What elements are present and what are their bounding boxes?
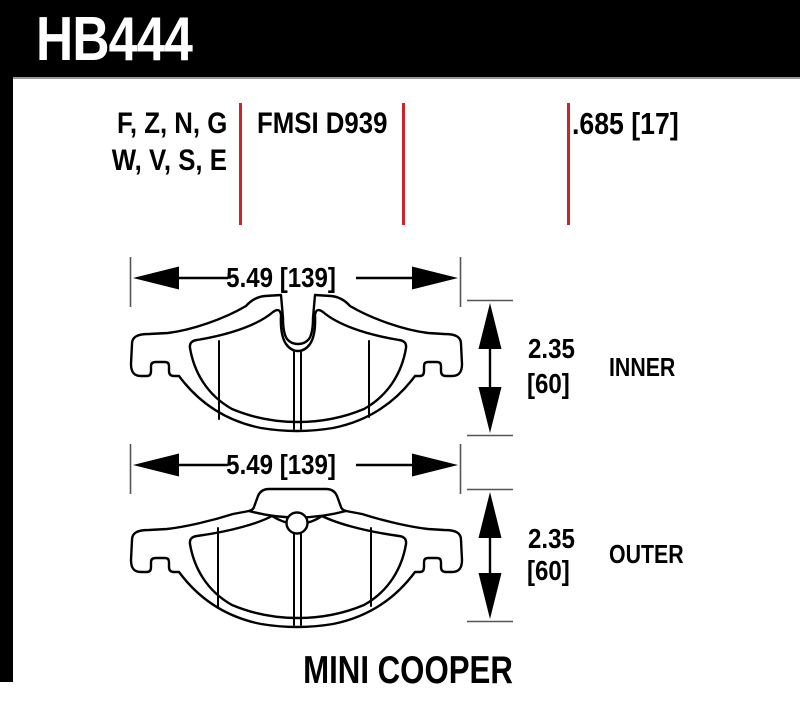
- outer-pad-center-hole: [285, 511, 309, 535]
- outer-pad-height-mm: [60]: [527, 555, 570, 586]
- outer-height-dimension: [467, 488, 513, 623]
- pad-thickness: .685 [17]: [572, 106, 679, 141]
- header-bar: [0, 0, 800, 79]
- arrowhead-down-icon: [478, 387, 502, 433]
- inner-pad-height-inches: 2.35: [528, 333, 575, 364]
- arrowhead-left-icon: [133, 266, 179, 290]
- inner-pad-label: INNER: [609, 352, 676, 382]
- arrowhead-up-icon: [478, 492, 502, 538]
- arrowhead-right-icon: [412, 453, 458, 477]
- compound-codes-line2: W, V, S, E: [111, 144, 227, 177]
- left-edge-bar: [0, 0, 13, 682]
- arrowhead-down-icon: [478, 573, 502, 619]
- arrowhead-right-icon: [412, 266, 458, 290]
- inner-pad-height-mm: [60]: [527, 368, 570, 399]
- inner-pad-drawing: [129, 293, 464, 433]
- vehicle-name: MINI COOPER: [303, 649, 513, 692]
- part-number: HB444: [36, 5, 193, 74]
- outer-pad-backplate-outline: [129, 487, 464, 629]
- fmsi-code: FMSI D939: [257, 107, 388, 140]
- outer-pad-label: OUTER: [609, 539, 684, 569]
- arrowhead-left-icon: [133, 453, 179, 477]
- inner-pad-width-dim: 5.49 [139]: [226, 262, 336, 293]
- spec-divider-line: [239, 103, 242, 225]
- outer-pad-height-inches: 2.35: [528, 523, 575, 554]
- inner-pad-friction-outline: [188, 308, 408, 424]
- spec-divider-line: [402, 103, 405, 225]
- spec-divider-line: [567, 103, 570, 225]
- inner-pad-backplate-outline: [129, 293, 464, 433]
- inner-height-dimension: [467, 299, 513, 437]
- spec-divider-lines: [239, 103, 570, 225]
- outer-pad-drawing: [129, 487, 464, 629]
- outer-width-dimension: [129, 444, 462, 494]
- compound-codes-line1: F, Z, N, G: [116, 107, 227, 140]
- inner-width-dimension: [129, 257, 462, 307]
- arrowhead-up-icon: [478, 303, 502, 349]
- outer-pad-width-dim: 5.49 [139]: [226, 449, 336, 480]
